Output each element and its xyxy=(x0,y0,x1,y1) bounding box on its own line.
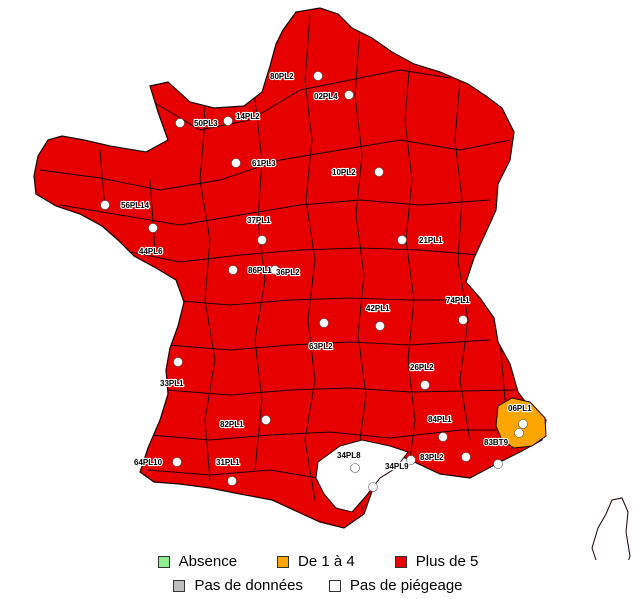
trap-marker[interactable]: 26PL2 xyxy=(409,362,435,390)
trap-marker[interactable]: 84PL1 xyxy=(427,414,453,442)
trap-marker[interactable]: 82PL1 xyxy=(219,415,271,430)
legend-label-pas-de-donnees: Pas de données xyxy=(194,577,303,594)
trap-label: 50PL3 xyxy=(194,119,218,128)
trap-label: 26PL2 xyxy=(410,363,434,372)
trap-marker[interactable]: 80PL2 xyxy=(269,71,323,82)
trap-marker[interactable]: 44PL6 xyxy=(138,223,164,257)
trap-marker[interactable] xyxy=(493,459,503,469)
trap-marker[interactable] xyxy=(368,482,378,492)
trap-marker[interactable]: 63PL2 xyxy=(308,318,334,352)
trap-label: 42PL1 xyxy=(366,304,390,313)
trap-label: 10PL2 xyxy=(332,168,356,177)
trap-marker[interactable]: 34PL9 xyxy=(384,455,416,472)
trap-label: 06PL1 xyxy=(508,404,532,413)
trap-label: 44PL6 xyxy=(139,247,163,256)
legend-item-absence: Absence xyxy=(157,553,238,570)
trap-label: 61PL3 xyxy=(252,159,276,168)
trap-label: 63PL2 xyxy=(309,342,333,351)
legend-label-absence: Absence xyxy=(178,553,238,570)
trap-marker[interactable]: 33PL1 xyxy=(159,357,185,389)
department-borders xyxy=(39,14,540,511)
legend-row-2: Pas de données Pas de piégeage xyxy=(0,577,636,594)
france-map: 80PL2 02PL4 50PL3 14PL2 61PL3 10PL2 56PL… xyxy=(33,7,631,560)
trap-label: 14PL2 xyxy=(236,112,260,121)
trap-marker[interactable]: 14PL2 xyxy=(223,111,261,126)
trap-label: 34PL9 xyxy=(385,462,409,471)
trap-label: 82PL1 xyxy=(220,420,244,429)
trap-label: 84PL1 xyxy=(428,415,452,424)
trap-label: 56PL14 xyxy=(121,201,150,210)
trap-label: 37PL1 xyxy=(247,216,271,225)
trap-marker[interactable]: 34PL8 xyxy=(336,450,362,473)
trap-marker[interactable]: 64PL10 xyxy=(133,457,182,468)
legend-row-1: Absence De 1 à 4 Plus de 5 xyxy=(0,553,636,570)
trap-marker[interactable]: 36PL2 xyxy=(270,265,301,278)
legend-item-pas-de-piegeage: Pas de piégeage xyxy=(328,577,463,594)
trap-marker[interactable]: 56PL14 xyxy=(100,200,151,211)
trap-label: 36PL2 xyxy=(276,268,300,277)
legend-swatch-pas-de-piegeage xyxy=(328,579,341,592)
legend-item-pas-de-donnees: Pas de données xyxy=(173,577,303,594)
legend-swatch-absence xyxy=(157,555,170,568)
trap-marker[interactable]: 02PL4 xyxy=(313,90,354,102)
trap-marker[interactable]: 31PL1 xyxy=(215,457,241,486)
trap-label: 86PL1 xyxy=(248,266,272,275)
legend-swatch-de-1-a-4 xyxy=(277,555,290,568)
trap-label: 83PL2 xyxy=(420,453,444,462)
trap-marker[interactable]: 74PL1 xyxy=(445,295,471,325)
trap-label: 74PL1 xyxy=(446,296,470,305)
trap-marker[interactable]: 06PL1 xyxy=(507,403,533,429)
corsica xyxy=(591,497,631,560)
trap-marker[interactable]: 42PL1 xyxy=(365,303,391,331)
legend-item-de-1-a-4: De 1 à 4 xyxy=(277,553,355,570)
trap-label: 80PL2 xyxy=(270,72,294,81)
trap-label: 33PL1 xyxy=(160,379,184,388)
trap-marker[interactable]: 83BT9 xyxy=(483,428,524,448)
trap-markers: 80PL2 02PL4 50PL3 14PL2 61PL3 10PL2 56PL… xyxy=(100,71,533,492)
trap-marker[interactable]: 61PL3 xyxy=(231,158,277,169)
trap-marker[interactable]: 86PL1 xyxy=(228,265,273,276)
trap-label: 21PL1 xyxy=(419,236,443,245)
herault-no-trapping xyxy=(315,439,409,513)
legend-item-plus-de-5: Plus de 5 xyxy=(394,553,479,570)
trap-label: 83BT9 xyxy=(484,438,509,447)
legend-swatch-plus-de-5 xyxy=(394,555,407,568)
legend-label-pas-de-piegeage: Pas de piégeage xyxy=(349,577,463,594)
trap-marker[interactable]: 21PL1 xyxy=(397,235,444,246)
trap-label: 64PL10 xyxy=(134,458,163,467)
trap-marker[interactable]: 37PL1 xyxy=(246,215,272,245)
legend-swatch-pas-de-donnees xyxy=(173,579,186,592)
trap-marker[interactable]: 50PL3 xyxy=(175,118,219,129)
trap-label: 34PL8 xyxy=(337,451,361,460)
trap-label: 31PL1 xyxy=(216,458,240,467)
legend-label-de-1-a-4: De 1 à 4 xyxy=(298,553,355,570)
trap-label: 02PL4 xyxy=(314,92,338,101)
france-mainland xyxy=(33,7,547,529)
legend-label-plus-de-5: Plus de 5 xyxy=(415,553,479,570)
trap-marker[interactable]: 83PL2 xyxy=(419,452,471,463)
trap-marker[interactable]: 10PL2 xyxy=(331,167,384,178)
